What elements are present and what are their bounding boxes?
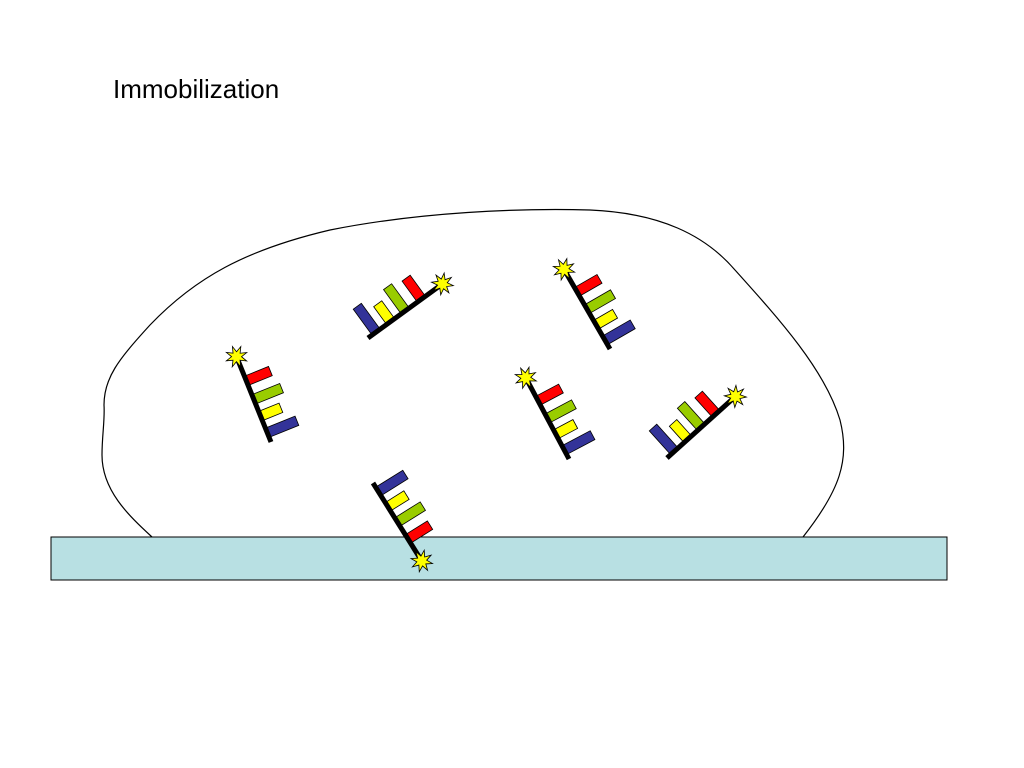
fluorophore-icon bbox=[430, 271, 455, 297]
fluorophore-icon bbox=[409, 548, 434, 574]
droplet-outline bbox=[101, 208, 845, 538]
probe-base bbox=[536, 383, 564, 405]
dna-probe bbox=[551, 257, 636, 351]
dna-probe bbox=[370, 469, 434, 574]
probe-base bbox=[253, 382, 284, 404]
probe-backbone bbox=[665, 397, 735, 460]
probes-group bbox=[225, 257, 748, 574]
probe-backbone bbox=[563, 271, 613, 351]
probe-base bbox=[259, 402, 284, 421]
dna-probe bbox=[648, 384, 748, 460]
probe-base bbox=[575, 273, 603, 296]
probe-backbone bbox=[525, 380, 572, 461]
fluorophore-icon bbox=[225, 345, 249, 369]
probe-base bbox=[563, 430, 596, 455]
probe-base bbox=[585, 289, 617, 314]
dna-probe bbox=[352, 271, 455, 341]
fluorophore-icon bbox=[513, 365, 538, 390]
dna-probe bbox=[513, 365, 596, 461]
fluorophore-icon bbox=[551, 257, 577, 282]
slide-title: Immobilization bbox=[113, 74, 280, 104]
substrate-slide bbox=[50, 536, 948, 581]
probe-base bbox=[395, 501, 427, 526]
dna-probe bbox=[225, 345, 300, 443]
probe-backbone bbox=[235, 359, 274, 443]
probe-base bbox=[266, 415, 300, 438]
probe-base bbox=[245, 365, 273, 386]
probe-base bbox=[546, 399, 577, 423]
probe-backbone bbox=[370, 481, 422, 559]
fluorophore-icon bbox=[722, 384, 748, 409]
probe-base bbox=[603, 319, 636, 345]
probe-backbone bbox=[366, 284, 441, 341]
